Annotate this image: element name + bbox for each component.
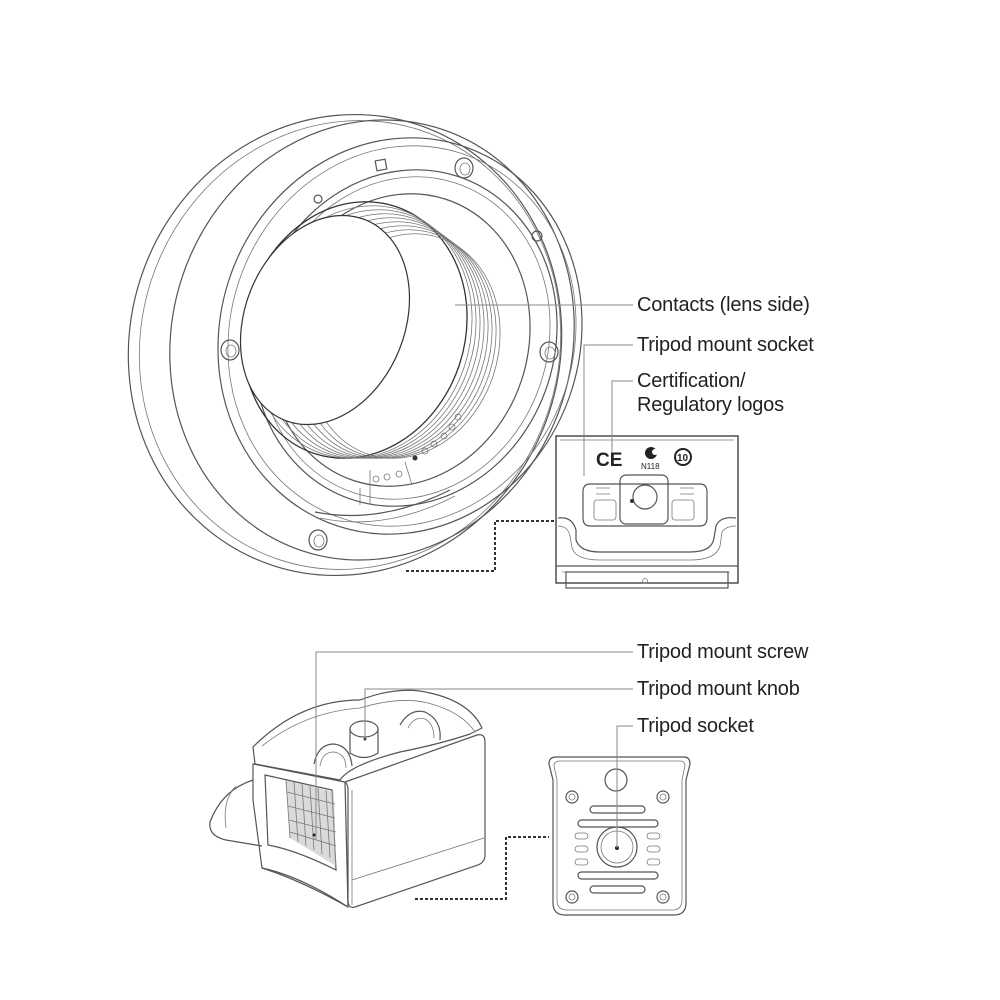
leader-tripod-mount-screw [315, 651, 633, 840]
rohs-years: 10 [677, 453, 689, 464]
detail-connector-top [406, 520, 556, 572]
label-tripod-socket: Tripod socket [637, 715, 754, 737]
leader-lines [315, 304, 633, 848]
leader-tripod-mount-knob [364, 688, 633, 739]
contacts-icon [314, 413, 462, 523]
grip-mesh [285, 779, 337, 866]
label-certification-line2: Regulatory logos [637, 394, 784, 416]
detail-connector-bottom [415, 836, 549, 900]
label-tripod-mount-knob: Tripod mount knob [637, 678, 800, 700]
leader-tripod-socket [616, 725, 633, 848]
label-tripod-mount-socket: Tripod mount socket [637, 334, 814, 356]
foot-underside-icon [548, 756, 691, 916]
certification-logos: CE N118 10 [596, 447, 692, 471]
leader-tripod-mount-socket [583, 344, 633, 476]
ce-logo: CE [596, 450, 622, 471]
label-tripod-mount-screw: Tripod mount screw [637, 641, 809, 663]
mount-foot-detail-icon: CE N118 10 [555, 435, 739, 589]
rcm-code: N118 [641, 462, 660, 471]
adapter-ring-icon [127, 113, 583, 577]
bore-threads [239, 201, 501, 459]
label-certification-line1: Certification/ [637, 370, 746, 392]
tripod-foot-icon [209, 689, 486, 909]
label-contacts: Contacts (lens side) [637, 294, 810, 316]
screw-holes [220, 157, 559, 551]
leader-certification [611, 380, 633, 453]
